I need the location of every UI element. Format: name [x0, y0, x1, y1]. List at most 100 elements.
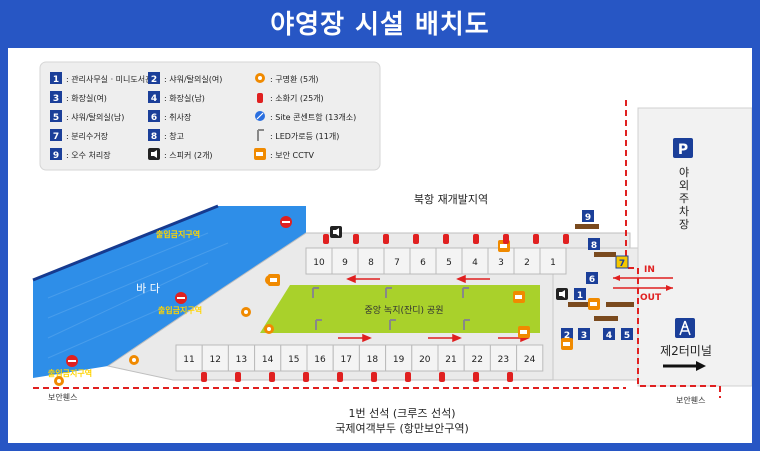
legend-badge — [50, 72, 62, 84]
legend-badge-number: 1 — [53, 75, 59, 85]
legend-label: : 창고 — [164, 132, 184, 141]
berth-label: 1번 선석 (크루즈 선석) — [348, 407, 455, 420]
campsite-number: 16 — [314, 355, 326, 365]
fire-extinguisher-icon — [439, 372, 445, 382]
campsite-number: 23 — [498, 355, 509, 365]
outlet-icon — [255, 111, 265, 121]
campsite[interactable] — [280, 344, 308, 372]
facility-badge[interactable] — [586, 272, 598, 284]
campsite[interactable] — [487, 247, 515, 275]
legend-label: : 소화기 (25개) — [270, 93, 324, 103]
facility-badge[interactable] — [603, 328, 615, 340]
facility-badge-number: 6 — [589, 275, 595, 285]
campsite-number: 24 — [524, 355, 536, 365]
campsite[interactable] — [513, 247, 541, 275]
lifebuoy-icon — [129, 355, 139, 365]
facility-building — [606, 302, 634, 307]
legend-badge-number: 7 — [53, 132, 59, 142]
campsite[interactable] — [332, 344, 360, 372]
legend-box — [39, 61, 381, 171]
cctv-icon — [513, 291, 525, 303]
campsite-number: 7 — [394, 258, 400, 268]
facility-building — [575, 224, 599, 229]
fire-extinguisher-icon — [443, 234, 449, 244]
fire-extinguisher-icon — [337, 372, 343, 382]
in-label: IN — [644, 265, 655, 275]
facility-badge[interactable] — [621, 328, 633, 340]
fire-extinguisher-icon — [405, 372, 411, 382]
led-lamp-icon — [315, 319, 322, 330]
led-lamp-icon — [463, 319, 470, 330]
out-label: OUT — [640, 293, 662, 303]
campsite[interactable] — [539, 247, 567, 275]
lifebuoy-icon — [264, 324, 274, 334]
entrance-arrows — [613, 275, 673, 291]
pier-label: 국제여객부두 (항만보안구역) — [335, 422, 469, 435]
facility-badge[interactable] — [582, 210, 594, 222]
facility-badge[interactable] — [574, 288, 586, 300]
campsite-number: 17 — [340, 355, 351, 365]
facility-badge-number: 2 — [564, 331, 570, 341]
north-label: 북항 재개발지역 — [414, 193, 488, 206]
speaker-icon — [148, 148, 160, 160]
facility-badge[interactable] — [615, 255, 629, 269]
legend-badge-number: 4 — [151, 94, 157, 104]
campsite-number: 9 — [342, 258, 348, 268]
legend-label: : 보안 CCTV — [270, 150, 315, 160]
cctv-icon — [588, 298, 600, 310]
fire-extinguisher-icon — [269, 372, 275, 382]
fire-extinguisher-icon — [383, 234, 389, 244]
facility-badge-number: 7 — [619, 259, 625, 269]
sea-texture — [47, 232, 229, 359]
campsite-number: 1 — [550, 258, 556, 268]
fire-extinguisher-icon — [507, 372, 513, 382]
legend-label: : 구명환 (5개) — [270, 74, 319, 84]
terminal-icon-glyph — [679, 320, 691, 336]
boundary-dashed-line — [625, 100, 721, 398]
no-entry-label: 출입금지구역 — [156, 229, 200, 239]
campsite[interactable] — [516, 344, 544, 372]
campsite-number: 22 — [471, 355, 482, 365]
terminal-arrow-head — [696, 361, 706, 371]
lifebuoy-icon — [255, 73, 265, 83]
facility-building — [568, 302, 598, 307]
speaker-icon — [330, 226, 342, 238]
fire-extinguisher-icon — [533, 234, 539, 244]
facility-badge-number: 3 — [581, 331, 587, 341]
lifebuoy-icon — [241, 307, 251, 317]
campsite-number: 15 — [288, 355, 299, 365]
campsite[interactable] — [435, 247, 463, 275]
legend-label: : 취사장 — [164, 112, 192, 122]
led-lamp-icon — [385, 287, 392, 298]
legend-badge — [148, 110, 160, 122]
legend-label: : 관리사무실 · 미니도서관 — [66, 74, 153, 84]
facility-badge[interactable] — [561, 328, 573, 340]
cctv-icon — [518, 326, 530, 338]
legend-badge-number: 8 — [151, 132, 157, 142]
campsite-number: 18 — [367, 355, 379, 365]
campsite[interactable] — [489, 344, 518, 372]
facility-badge[interactable] — [588, 238, 600, 250]
legend-badge-number: 5 — [53, 113, 59, 123]
led-lamp-icon — [257, 129, 264, 141]
campsite[interactable] — [409, 247, 437, 275]
campsite-number: 19 — [393, 355, 405, 365]
campsite[interactable] — [306, 344, 334, 372]
campsite[interactable] — [201, 344, 229, 372]
fire-extinguisher-icon — [323, 234, 329, 244]
legend-badge — [148, 91, 160, 103]
campsite-number: 2 — [524, 258, 530, 268]
campsite[interactable] — [175, 344, 203, 372]
legend-badge-number: 2 — [151, 75, 157, 85]
facility-badge[interactable] — [578, 328, 590, 340]
campsite[interactable] — [463, 344, 491, 372]
parking-icon-letter: P — [678, 142, 688, 158]
legend-badge — [148, 129, 160, 141]
campsite-number: 10 — [313, 258, 325, 268]
legend-badge — [148, 72, 160, 84]
campsite[interactable] — [254, 344, 282, 372]
